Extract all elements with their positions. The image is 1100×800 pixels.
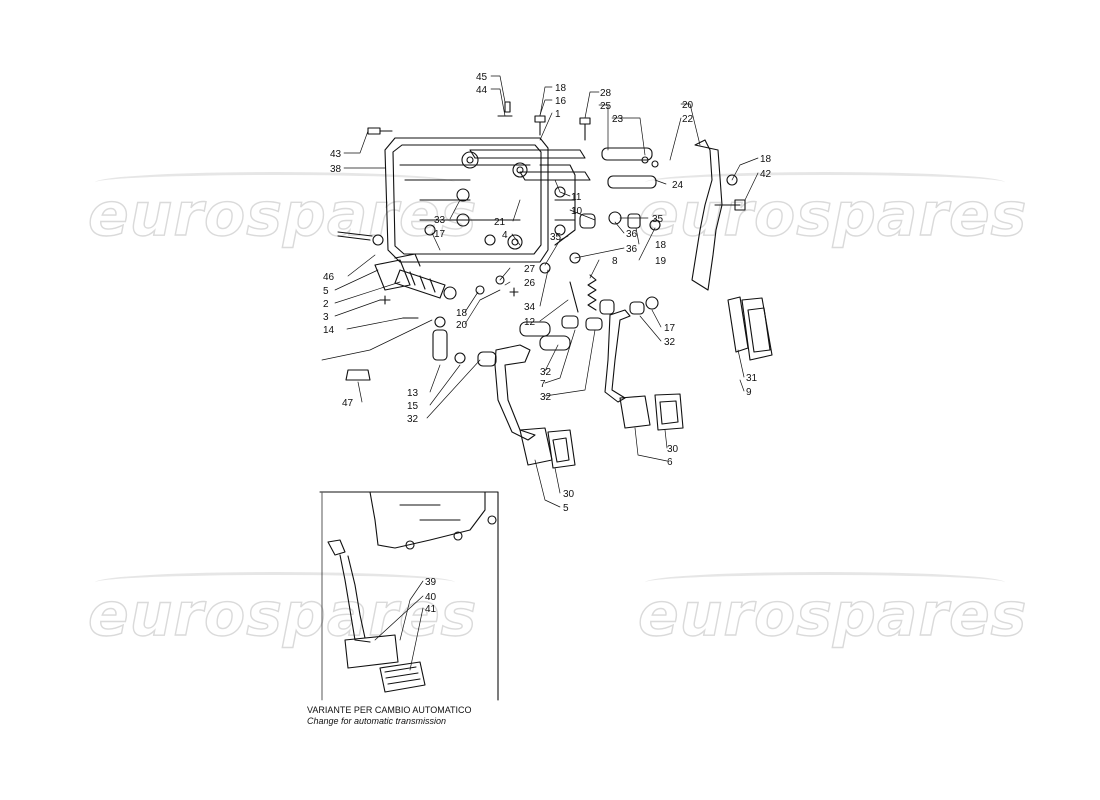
- callout-17: 17: [664, 323, 676, 334]
- callout-20: 20: [456, 320, 468, 331]
- callout-44: 44: [476, 85, 488, 96]
- callout-23: 23: [612, 114, 624, 125]
- callout-5: 5: [323, 286, 329, 297]
- callout-15: 15: [407, 401, 419, 412]
- caption-english: Change for automatic transmission: [307, 716, 447, 726]
- callout-5: 5: [563, 503, 569, 514]
- callout-40: 40: [425, 592, 437, 603]
- callout-43: 43: [330, 149, 342, 160]
- callout-28: 28: [600, 88, 612, 99]
- callout-33: 33: [434, 215, 446, 226]
- callout-42: 42: [760, 169, 772, 180]
- brake-pedal: [477, 315, 603, 469]
- watermark-swoosh: [645, 172, 1005, 193]
- callout-34: 34: [524, 302, 536, 313]
- callout-18: 18: [760, 154, 772, 165]
- callout-39: 39: [425, 577, 437, 588]
- return-spring: [475, 211, 661, 313]
- callout-18: 18: [456, 308, 468, 319]
- callout-38: 38: [330, 164, 342, 175]
- callout-labels: 45 44 18 16 1 28 25 23 20 22 43 38 18 42…: [323, 72, 772, 615]
- callout-1: 1: [555, 109, 561, 120]
- watermark-bottom-left: eurospares: [87, 579, 478, 650]
- callout-16: 16: [555, 96, 567, 107]
- callout-2: 2: [323, 299, 329, 310]
- callout-45: 45: [476, 72, 488, 83]
- watermark-top-right: eurospares: [637, 179, 1028, 250]
- watermark-swoosh: [95, 172, 455, 193]
- callout-14: 14: [323, 325, 335, 336]
- callout-22: 22: [682, 114, 694, 125]
- callout-32: 32: [407, 414, 419, 425]
- callout-35: 35: [652, 214, 664, 225]
- automatic-variant-inset: [319, 491, 499, 701]
- callout-41: 41: [425, 604, 437, 615]
- pedal-box-housing: [384, 137, 576, 263]
- callout-32: 32: [664, 337, 676, 348]
- callout-19: 19: [655, 256, 667, 267]
- pivot-shaft: [469, 147, 659, 189]
- callout-12: 12: [524, 317, 536, 328]
- callout-20: 20: [682, 100, 694, 111]
- callout-36: 36: [626, 229, 638, 240]
- callout-21: 21: [494, 217, 506, 228]
- callout-6: 6: [667, 457, 673, 468]
- callout-13: 13: [407, 388, 419, 399]
- callout-32: 32: [540, 367, 552, 378]
- top-bolts: [367, 101, 746, 211]
- callout-32: 32: [540, 392, 552, 403]
- watermark-bottom-right: eurospares: [637, 579, 1028, 650]
- callout-25: 25: [600, 101, 612, 112]
- accelerator-pedal: [691, 139, 773, 361]
- watermark-swoosh: [95, 572, 455, 593]
- watermark-top-left: eurospares: [87, 179, 478, 250]
- callout-8: 8: [612, 256, 618, 267]
- callout-9: 9: [746, 387, 752, 398]
- callout-31: 31: [746, 373, 758, 384]
- clutch-pedal: [599, 299, 684, 431]
- master-cylinder: [337, 231, 466, 381]
- callout-30: 30: [563, 489, 575, 500]
- callout-17: 17: [434, 229, 446, 240]
- callout-35: 35: [550, 232, 562, 243]
- callout-47: 47: [342, 398, 354, 409]
- callout-3: 3: [323, 312, 329, 323]
- callout-10: 10: [571, 206, 583, 217]
- callout-7: 7: [540, 379, 546, 390]
- caption-italian: VARIANTE PER CAMBIO AUTOMATICO: [307, 705, 472, 715]
- callout-18: 18: [555, 83, 567, 94]
- callout-30: 30: [667, 444, 679, 455]
- callout-36: 36: [626, 244, 638, 255]
- callout-27: 27: [524, 264, 536, 275]
- leader-lines: [321, 75, 759, 701]
- callout-4: 4: [502, 230, 508, 241]
- callout-46: 46: [323, 272, 335, 283]
- callout-26: 26: [524, 278, 536, 289]
- callout-11: 11: [571, 192, 582, 203]
- callout-24: 24: [672, 180, 684, 191]
- watermark-swoosh: [645, 572, 1005, 593]
- callout-18: 18: [655, 240, 667, 251]
